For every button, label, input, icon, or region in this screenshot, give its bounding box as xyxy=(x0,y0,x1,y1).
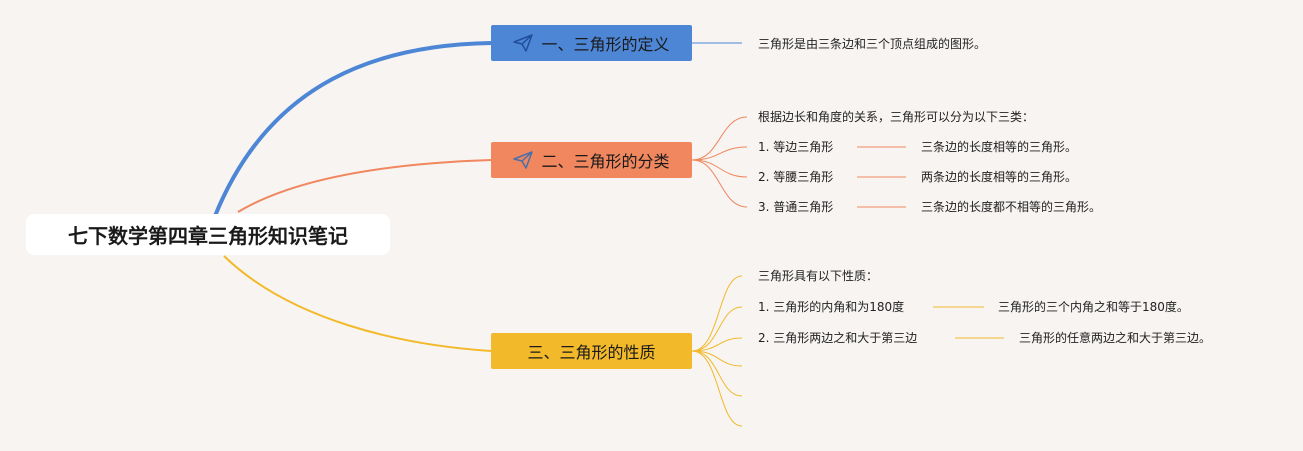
leaf-scalene-detail[interactable]: 三条边的长度都不相等的三角形。 xyxy=(921,200,1102,214)
connector-root-branch3 xyxy=(223,255,492,352)
leaf-properties-intro[interactable]: 三角形具有以下性质： xyxy=(758,269,879,283)
connector-b3-leaf2 xyxy=(691,337,743,352)
branch-title: 二、三角形的分类 xyxy=(541,152,670,171)
connector-b3-leaf3 xyxy=(691,350,743,367)
leaf-scalene[interactable]: 3. 普通三角形 xyxy=(758,200,834,214)
connector-b2-leaf0 xyxy=(691,116,748,161)
leaf-triangle-inequality[interactable]: 2. 三角形两边之和大于第三边 xyxy=(758,331,918,345)
leaf-triangle-inequality-detail[interactable]: 三角形的任意两边之和大于第三边。 xyxy=(1019,331,1212,345)
root-topic[interactable]: 七下数学第四章三角形知识笔记 xyxy=(26,214,390,255)
branch-title: 三、三角形的性质 xyxy=(527,343,656,362)
branch-classification[interactable]: 二、三角形的分类 xyxy=(491,142,692,178)
connector-b3-leaf5 xyxy=(691,350,743,427)
branch-definition[interactable]: 一、三角形的定义 xyxy=(491,25,692,61)
leaf-definition[interactable]: 三角形是由三条边和三个顶点组成的图形。 xyxy=(758,37,987,51)
connector-b3-leaf0 xyxy=(691,275,743,352)
leaf-isosceles[interactable]: 2. 等腰三角形 xyxy=(758,170,834,184)
connector-b3-leaf1 xyxy=(691,306,743,352)
leaf-classification-intro[interactable]: 根据边长和角度的关系，三角形可以分为以下三类： xyxy=(758,110,1035,124)
connector-b2-leaf1 xyxy=(691,146,748,161)
leaf-angle-sum[interactable]: 1. 三角形的内角和为180度 xyxy=(758,300,905,314)
branch-properties[interactable]: 三、三角形的性质 xyxy=(491,333,692,369)
paper-plane-icon xyxy=(513,34,535,52)
leaf-isosceles-detail[interactable]: 两条边的长度相等的三角形。 xyxy=(921,170,1078,184)
leaf-equilateral[interactable]: 1. 等边三角形 xyxy=(758,140,834,154)
connector-b2-leaf3 xyxy=(691,159,748,208)
paper-plane-icon xyxy=(513,151,535,169)
connector-root-branch2 xyxy=(237,159,492,213)
connector-b3-leaf4 xyxy=(691,350,743,397)
connector-root-branch1 xyxy=(213,41,492,217)
connector-b2-leaf2 xyxy=(691,159,748,178)
branch-title: 一、三角形的定义 xyxy=(541,35,670,54)
leaf-equilateral-detail[interactable]: 三条边的长度相等的三角形。 xyxy=(921,140,1078,154)
leaf-angle-sum-detail[interactable]: 三角形的三个内角之和等于180度。 xyxy=(998,300,1189,314)
